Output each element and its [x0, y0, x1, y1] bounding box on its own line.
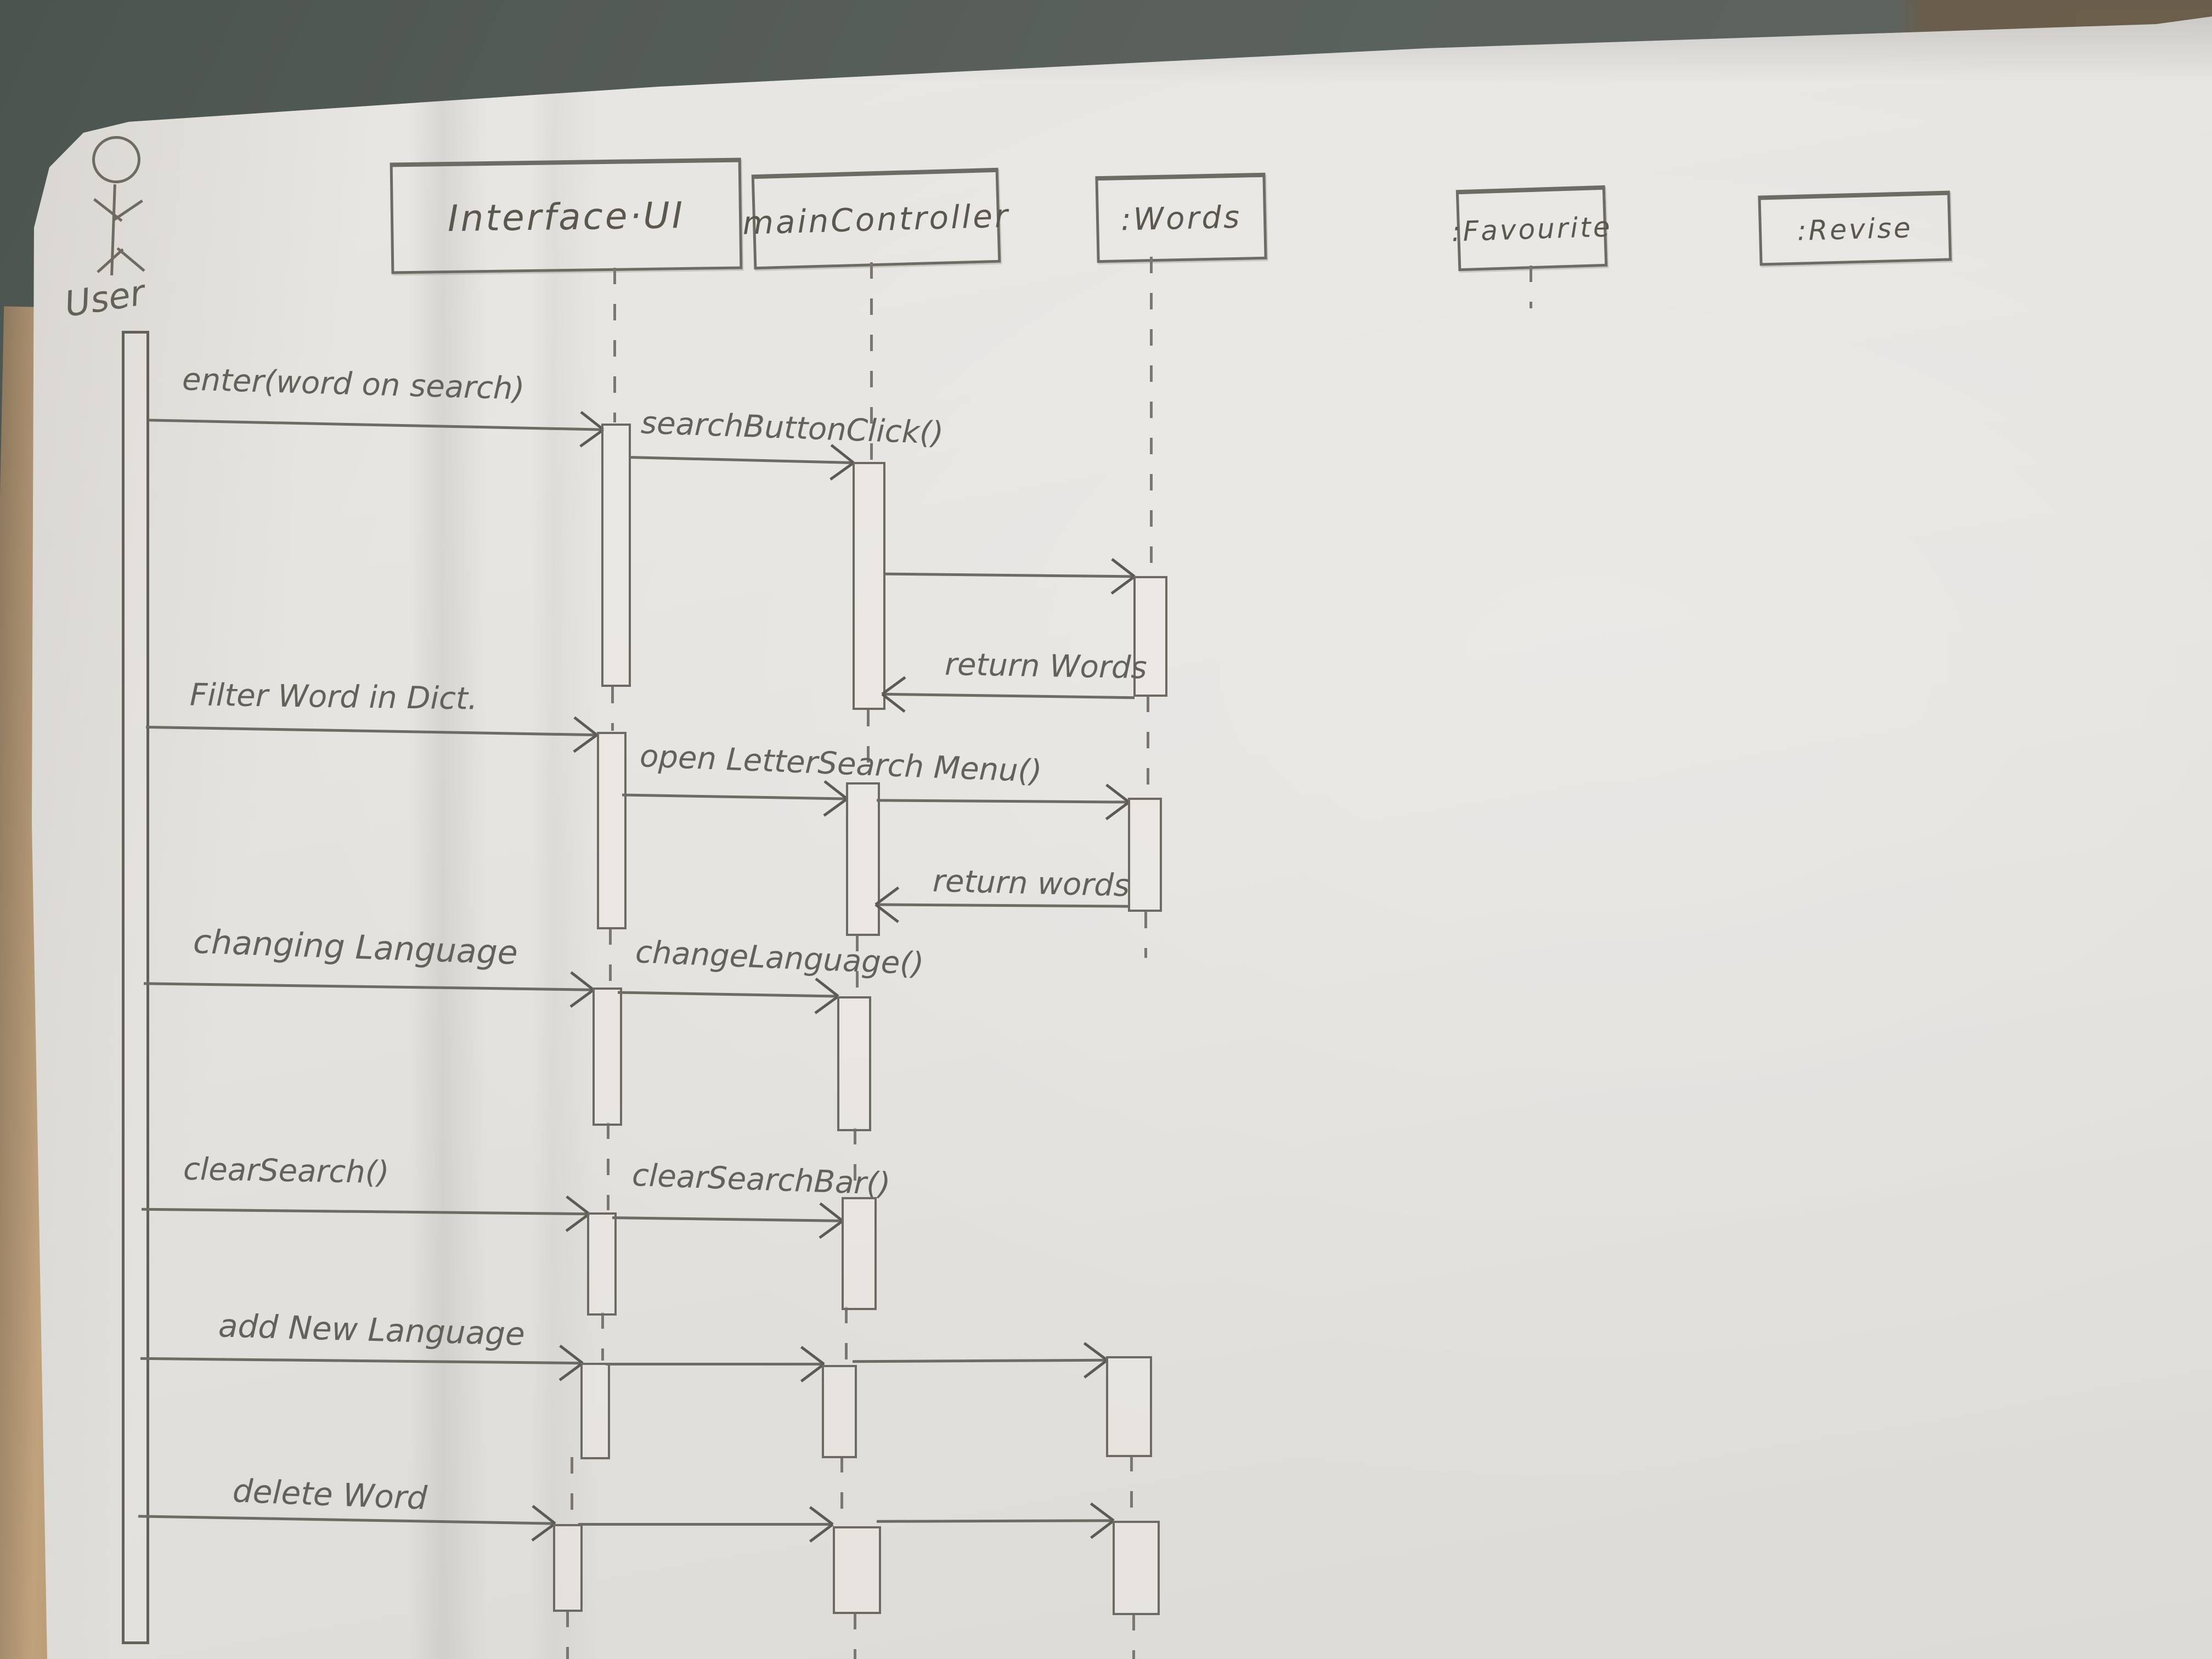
- lifeline-interface-ui: [571, 1457, 573, 1521]
- message-arrow-enter-word: [149, 411, 605, 448]
- lifeline-maincontroller: [856, 935, 859, 995]
- actor-label: User: [62, 273, 148, 325]
- message-arrow-delete-word-2: [578, 1506, 834, 1543]
- lifeline-interface-ui: [601, 1312, 604, 1361]
- message-arrow-open-letter-search: [622, 780, 848, 817]
- participant-label: mainController: [742, 197, 1011, 242]
- lifeline-maincontroller: [867, 710, 870, 781]
- activation-maincontroller: [822, 1365, 857, 1458]
- return-arrow-words: [874, 886, 1130, 923]
- activation-words: [1113, 1521, 1160, 1615]
- activation-maincontroller: [853, 462, 885, 710]
- lifeline-maincontroller: [854, 1128, 856, 1197]
- message-arrow-clear-search: [141, 1195, 590, 1232]
- message-arrow-add-language-1: [140, 1345, 584, 1381]
- activation-words: [1128, 798, 1162, 912]
- message-arrow-add-language-3: [852, 1342, 1108, 1379]
- lifeline-interface-ui: [566, 1611, 569, 1659]
- activation-maincontroller: [833, 1526, 881, 1614]
- user-activation-bar: [122, 331, 149, 1644]
- message-label: changing Language: [192, 922, 518, 973]
- lifeline-interface-ui: [609, 928, 612, 986]
- message-label: Filter Word in Dict.: [189, 677, 478, 717]
- return-label: return Words: [944, 646, 1148, 686]
- message-arrow-delete-word-1: [138, 1505, 556, 1542]
- participant-label: :Words: [1120, 199, 1242, 238]
- lifeline-interface-ui: [607, 1122, 610, 1210]
- lifeline-words: [1130, 1455, 1133, 1520]
- message-label: open LetterSearch Menu(): [639, 738, 1043, 790]
- participant-label: :Favourite: [1451, 210, 1613, 248]
- activation-interface-ui: [601, 424, 631, 687]
- activation-interface-ui: [553, 1524, 583, 1612]
- participant-label: Interface·UI: [447, 194, 685, 240]
- activation-words: [1106, 1356, 1152, 1457]
- return-arrow-words: [881, 676, 1135, 713]
- message-label: add New Language: [218, 1307, 526, 1353]
- message-arrow-to-words: [883, 558, 1136, 595]
- participant-box-revise: :Revise: [1758, 190, 1952, 266]
- message-arrow-changing-language: [144, 971, 595, 1008]
- lifeline-maincontroller: [854, 1613, 856, 1659]
- message-label: delete Word: [232, 1472, 428, 1517]
- message-label: searchButtonClick(): [640, 405, 944, 452]
- return-label: return words: [932, 863, 1130, 904]
- lifeline-words: [1147, 696, 1149, 797]
- message-arrow-delete-word-3: [876, 1502, 1115, 1539]
- message-label: clearSearch(): [183, 1151, 390, 1191]
- message-arrow-to-words: [876, 783, 1130, 821]
- lifeline-interface-ui: [611, 687, 614, 731]
- activation-maincontroller: [837, 996, 871, 1131]
- lifeline-words: [1150, 257, 1153, 574]
- message-arrow-add-language-2: [606, 1346, 825, 1383]
- message-arrow-search-button-click: [628, 444, 855, 481]
- activation-interface-ui: [587, 1212, 617, 1316]
- message-label: changeLanguage(): [634, 934, 925, 982]
- activation-maincontroller: [842, 1197, 877, 1310]
- activation-interface-ui: [597, 732, 627, 929]
- lifeline-words: [1144, 912, 1147, 958]
- message-label: enter(word on search): [182, 362, 526, 407]
- lifeline-words: [1132, 1614, 1135, 1659]
- message-label: clearSearchBar(): [631, 1157, 891, 1203]
- participant-box-maincontroller: mainController: [742, 167, 1011, 270]
- lifeline-maincontroller: [840, 1456, 843, 1521]
- activation-words: [1133, 576, 1167, 697]
- message-arrow-change-language: [617, 978, 839, 1014]
- lifeline-interface-ui: [613, 268, 616, 422]
- participant-box-words: :Words: [1095, 172, 1267, 263]
- message-arrow-filter-word: [146, 716, 598, 753]
- lifeline-maincontroller: [870, 262, 873, 460]
- lifeline-favourite: [1530, 266, 1532, 308]
- message-arrow-clear-search-bar: [612, 1202, 844, 1239]
- activation-maincontroller: [846, 782, 880, 936]
- participant-label: :Revise: [1796, 211, 1914, 247]
- participant-box-interface-ui: Interface·UI: [390, 157, 743, 274]
- actor-head-icon: [89, 133, 144, 187]
- activation-interface-ui: [580, 1363, 610, 1459]
- participant-box-favourite: :Favourite: [1451, 185, 1612, 272]
- lifeline-maincontroller: [845, 1307, 848, 1362]
- activation-interface-ui: [592, 988, 622, 1126]
